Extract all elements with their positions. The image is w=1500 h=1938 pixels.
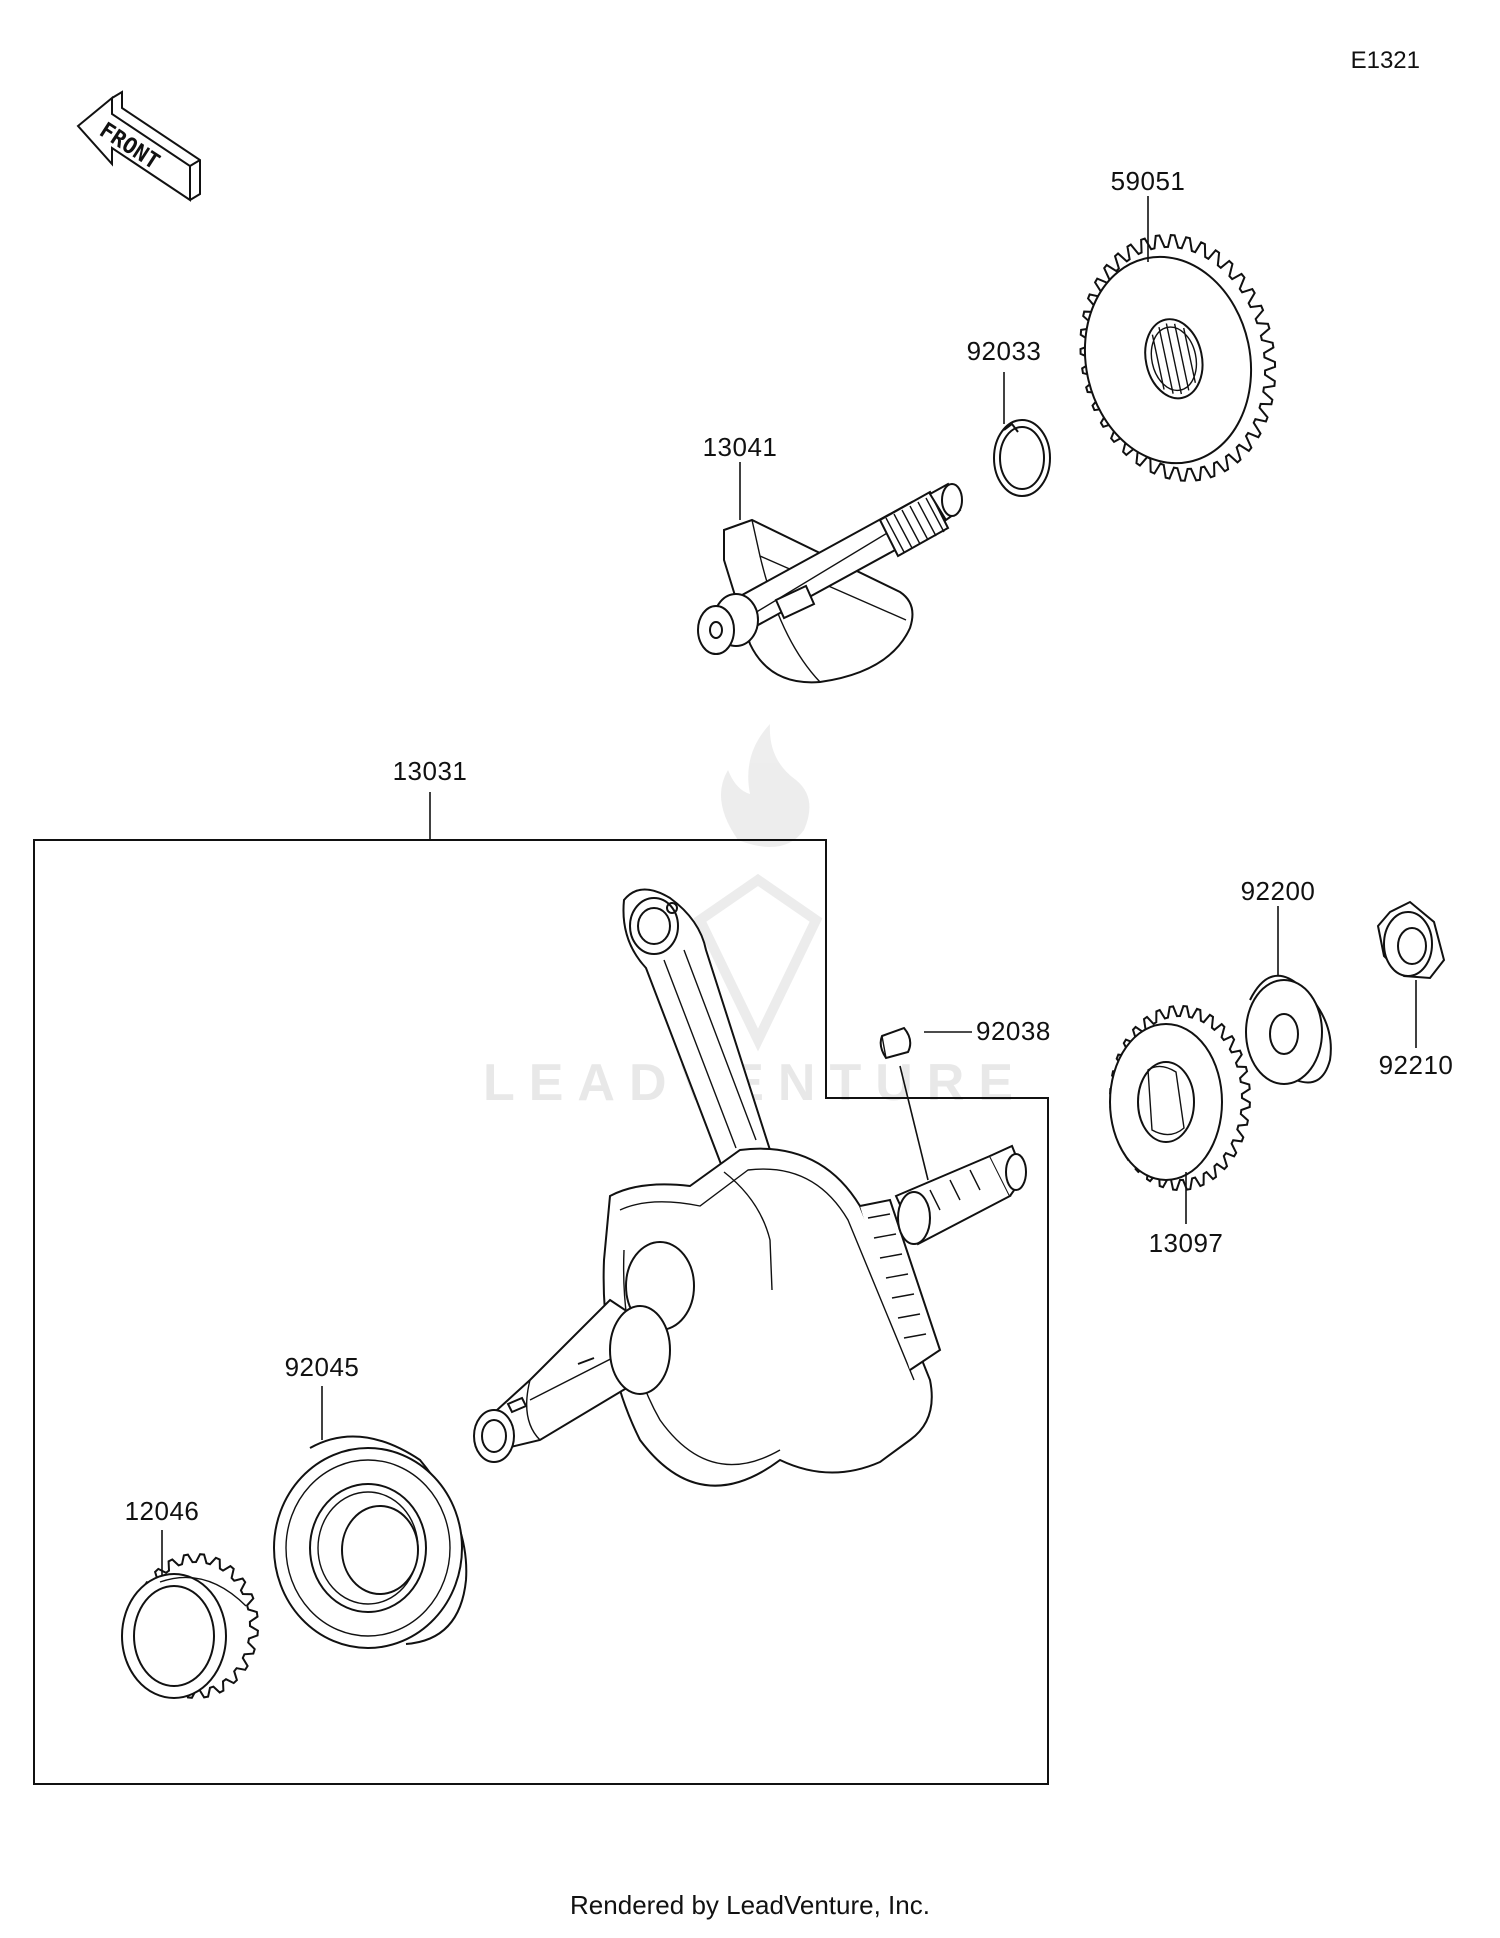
washer-92200[interactable]	[1245, 974, 1332, 1085]
crankshaft[interactable]	[473, 888, 1027, 1487]
circlip-92033[interactable]	[993, 419, 1051, 497]
crank-gear-12046[interactable]	[121, 1553, 259, 1699]
part-number-92210[interactable]: 92210	[1379, 1050, 1454, 1080]
woodruff-key-92038[interactable]	[879, 1026, 912, 1060]
leadventure-watermark: LEADVENTURE	[483, 724, 1013, 1112]
nut-92210[interactable]	[1376, 900, 1446, 980]
balancer-shaft-13041[interactable]	[697, 482, 963, 684]
part-number-13041[interactable]: 13041	[703, 432, 778, 462]
part-number-92033[interactable]: 92033	[967, 336, 1042, 366]
part-number-92038[interactable]: 92038	[976, 1016, 1051, 1046]
part-number-12046[interactable]: 12046	[125, 1496, 200, 1526]
part-number-92045[interactable]: 92045	[285, 1352, 360, 1382]
ball-bearing-92045[interactable]	[273, 1435, 468, 1649]
crankshaft-assembly-outline	[33, 839, 1049, 1785]
balancer-gear-59051[interactable]	[1058, 217, 1297, 499]
credit-text: Rendered by LeadVenture, Inc.	[570, 1890, 930, 1920]
part-number-13097[interactable]: 13097	[1149, 1228, 1224, 1258]
gear-13097[interactable]	[1109, 1005, 1251, 1191]
front-arrow-icon: FRONT	[76, 90, 201, 202]
part-number-59051[interactable]: 59051	[1111, 166, 1186, 196]
part-number-13031[interactable]: 13031	[393, 756, 468, 786]
diagram-code: E1321	[1351, 47, 1420, 74]
part-number-92200[interactable]: 92200	[1241, 876, 1316, 906]
